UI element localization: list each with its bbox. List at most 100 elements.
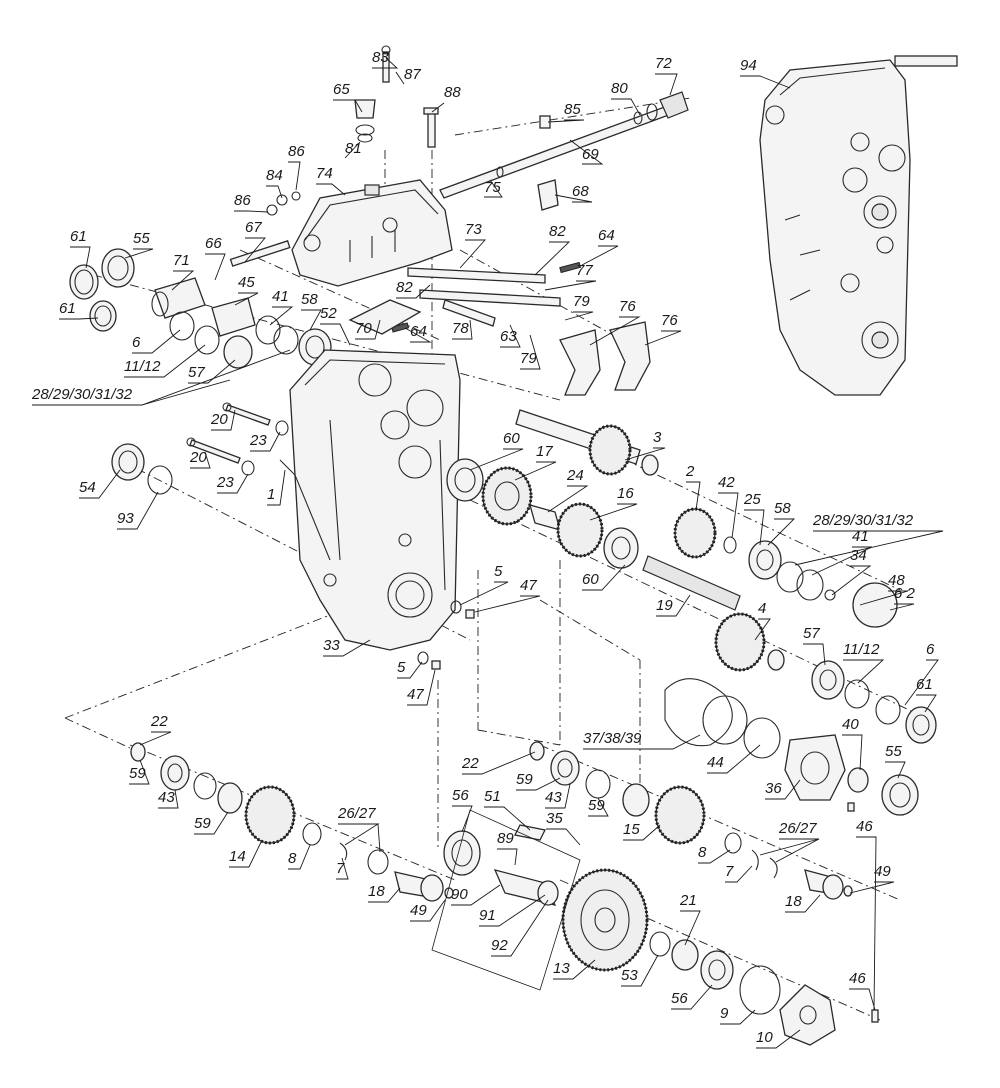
part-label-l66: 66 xyxy=(205,235,222,252)
part-label-l72: 72 xyxy=(655,55,672,72)
part-label-l79b: 79 xyxy=(520,350,537,367)
part-label-l88: 88 xyxy=(444,84,461,101)
part-label-l10: 10 xyxy=(756,1029,773,1046)
part-label-l64b: 64 xyxy=(410,323,427,340)
part-label-l84: 84 xyxy=(266,167,283,184)
part-label-l65: 65 xyxy=(333,81,350,98)
part-label-l5b: 5 xyxy=(397,659,406,676)
part-label-l7a: 7 xyxy=(336,860,345,877)
part-label-l52: 52 xyxy=(320,305,337,322)
part-label-l23a: 23 xyxy=(249,432,267,449)
part-label-l22b: 22 xyxy=(461,755,479,772)
part-label-l73: 73 xyxy=(465,221,482,238)
part-label-l55b: 55 xyxy=(885,743,902,760)
part-label-l373839: 37/38/39 xyxy=(583,730,642,747)
top-cover-74 xyxy=(291,179,453,287)
part-label-l43a: 43 xyxy=(158,789,175,806)
part-label-l58b: 58 xyxy=(774,500,791,517)
part-label-l2627a: 26/27 xyxy=(337,805,376,822)
part-label-l86a: 86 xyxy=(288,143,305,160)
part-label-l60b: 60 xyxy=(582,571,599,588)
part-label-l51: 51 xyxy=(484,788,501,805)
part-label-l2832b: 28/29/30/31/32 xyxy=(812,512,914,529)
part-label-l56b: 56 xyxy=(671,990,688,1007)
part-label-l16: 16 xyxy=(617,485,634,502)
part-label-l41b: 41 xyxy=(852,528,869,545)
part-label-l40: 40 xyxy=(842,716,859,733)
seals-54-93 xyxy=(111,443,173,495)
main-shaft-gears xyxy=(446,409,937,744)
part-label-l89: 89 xyxy=(497,830,514,847)
part-label-l64a: 64 xyxy=(598,227,615,244)
part-label-l2832a: 28/29/30/31/32 xyxy=(31,386,133,403)
part-label-l36: 36 xyxy=(765,780,782,797)
part-label-l46a: 46 xyxy=(856,818,873,835)
part-label-l61c: 61 xyxy=(916,676,933,693)
part-label-l76a: 76 xyxy=(619,298,636,315)
part-label-l47a: 47 xyxy=(520,577,537,594)
part-label-l1112a: 11/12 xyxy=(124,358,161,375)
part-label-l61b: 61 xyxy=(59,300,76,317)
part-label-l23b: 23 xyxy=(216,474,234,491)
part-label-l33: 33 xyxy=(323,637,340,654)
part-label-l91: 91 xyxy=(479,907,496,924)
part-label-l63: 63 xyxy=(500,328,517,345)
part-label-l49a: 49 xyxy=(410,902,427,919)
part-label-l87: 87 xyxy=(404,66,421,83)
part-label-l86b: 86 xyxy=(234,192,251,209)
part-label-l6b: 6 xyxy=(926,641,935,658)
fasteners-5-47 xyxy=(417,600,475,670)
part-label-l13: 13 xyxy=(553,960,570,977)
flange-36 xyxy=(664,678,919,816)
part-label-l45: 45 xyxy=(238,274,255,291)
part-label-l2: 2 xyxy=(685,463,695,480)
part-label-l48: 48 xyxy=(888,572,905,589)
part-label-l59d: 59 xyxy=(194,815,211,832)
part-label-l3: 3 xyxy=(653,429,662,446)
part-label-l18a: 18 xyxy=(368,883,385,900)
part-label-l69: 69 xyxy=(582,146,599,163)
part-label-l82a: 82 xyxy=(549,223,566,240)
lower-left-gears xyxy=(130,742,454,902)
part-label-l85: 85 xyxy=(564,101,581,118)
part-label-l55a: 55 xyxy=(133,230,150,247)
part-label-l75: 75 xyxy=(484,179,501,196)
part-label-l5a: 5 xyxy=(494,563,503,580)
part-label-l46b: 46 xyxy=(849,970,866,987)
shift-forks-76 xyxy=(559,321,651,396)
bolts-20 xyxy=(186,402,331,561)
part-label-l43b: 43 xyxy=(545,789,562,806)
part-label-l2627b: 26/27 xyxy=(778,820,817,837)
part-label-l82b: 82 xyxy=(396,279,413,296)
part-label-l4: 4 xyxy=(758,600,766,617)
part-label-l21: 21 xyxy=(679,892,697,909)
part-label-l24: 24 xyxy=(566,467,584,484)
part-label-l6a: 6 xyxy=(132,334,141,351)
part-label-l81: 81 xyxy=(345,140,362,157)
part-label-l25: 25 xyxy=(743,491,761,508)
part-label-l47b: 47 xyxy=(407,686,424,703)
part-label-l8a: 8 xyxy=(288,850,297,867)
part-label-l67: 67 xyxy=(245,219,262,236)
part-label-l9: 9 xyxy=(720,1005,729,1022)
part-label-l93: 93 xyxy=(117,510,134,527)
part-label-l77: 77 xyxy=(576,262,593,279)
part-label-l59c: 59 xyxy=(588,797,605,814)
part-label-l59a: 59 xyxy=(129,765,146,782)
part-label-l68: 68 xyxy=(572,183,589,200)
part-label-l53: 53 xyxy=(621,967,638,984)
part-label-l94: 94 xyxy=(740,57,757,74)
part-label-l58a: 58 xyxy=(301,291,318,308)
shift-rods xyxy=(229,240,582,335)
assembled-unit-94 xyxy=(759,55,958,396)
part-label-l56a: 56 xyxy=(452,787,469,804)
part-label-l61a: 61 xyxy=(70,228,87,245)
part-label-l1112b: 11/12 xyxy=(843,641,880,658)
part-label-l20b: 20 xyxy=(189,449,207,466)
part-label-l18b: 18 xyxy=(785,893,802,910)
part-label-l70: 70 xyxy=(355,320,372,337)
part-label-l42: 42 xyxy=(718,474,735,491)
